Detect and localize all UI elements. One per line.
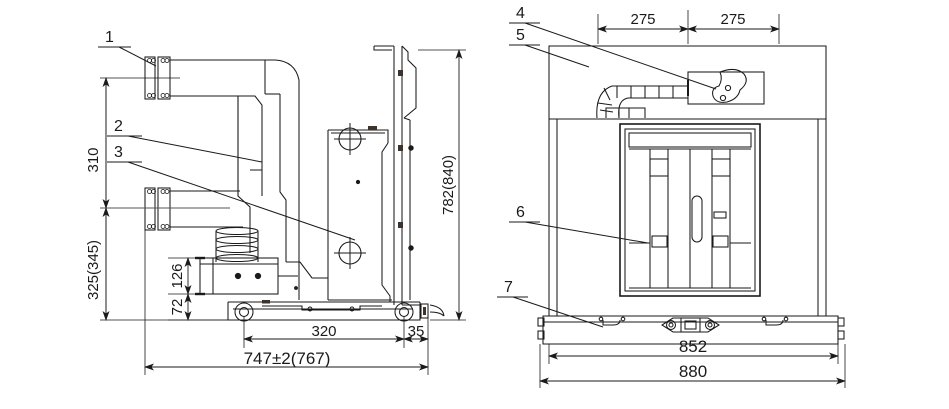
side-view-dimensions bbox=[100, 49, 466, 375]
callout-7-leader bbox=[512, 296, 604, 328]
dim-upper-pole-height: 310 bbox=[85, 147, 102, 172]
dim-overall-width: 880 bbox=[679, 362, 707, 381]
callout-7-label: 7 bbox=[504, 279, 513, 296]
front-view-callouts bbox=[497, 22, 717, 328]
callout-1-label: 1 bbox=[105, 29, 114, 46]
dim-inner-width: 852 bbox=[679, 337, 707, 356]
callout-6-leader bbox=[524, 221, 649, 244]
front-view-dimensions bbox=[539, 10, 846, 388]
side-view-callouts bbox=[98, 46, 356, 241]
callout-1-leader bbox=[118, 46, 157, 67]
lower-terminal bbox=[144, 187, 243, 231]
dim-phase-spacing-right: 275 bbox=[720, 11, 745, 28]
dim-wheel-base: 320 bbox=[311, 323, 336, 340]
chassis-trolley bbox=[227, 300, 445, 322]
callout-6-label: 6 bbox=[516, 204, 525, 221]
upper-terminal bbox=[144, 56, 265, 100]
flexible-conduit bbox=[596, 85, 688, 119]
dim-rear-offset: 35 bbox=[408, 323, 425, 340]
callout-3-label: 3 bbox=[114, 144, 123, 161]
callout-4-label: 4 bbox=[516, 5, 525, 22]
dim-lower-pole-height: 325(345) bbox=[85, 240, 102, 300]
callout-5-label: 5 bbox=[516, 27, 525, 44]
dim-overall-height: 782(840) bbox=[440, 155, 457, 215]
callout-4-leader bbox=[524, 22, 717, 90]
callout-2-label: 2 bbox=[114, 118, 123, 135]
callout-3-leader bbox=[127, 161, 356, 241]
dim-overall-depth: 747±2(767) bbox=[244, 349, 331, 368]
dim-mechanism-box-height: 126 bbox=[169, 263, 186, 288]
dim-phase-spacing-left: 275 bbox=[630, 11, 655, 28]
callout-5-leader bbox=[524, 44, 590, 68]
callout-2-leader bbox=[127, 135, 263, 163]
front-view-group bbox=[537, 45, 845, 345]
dim-chassis-height: 72 bbox=[169, 299, 186, 316]
interlock-hook bbox=[687, 68, 765, 105]
side-frame-plate bbox=[286, 122, 392, 302]
rear-column bbox=[373, 45, 420, 306]
bottom-rail bbox=[537, 315, 845, 345]
front-panel bbox=[619, 123, 761, 297]
